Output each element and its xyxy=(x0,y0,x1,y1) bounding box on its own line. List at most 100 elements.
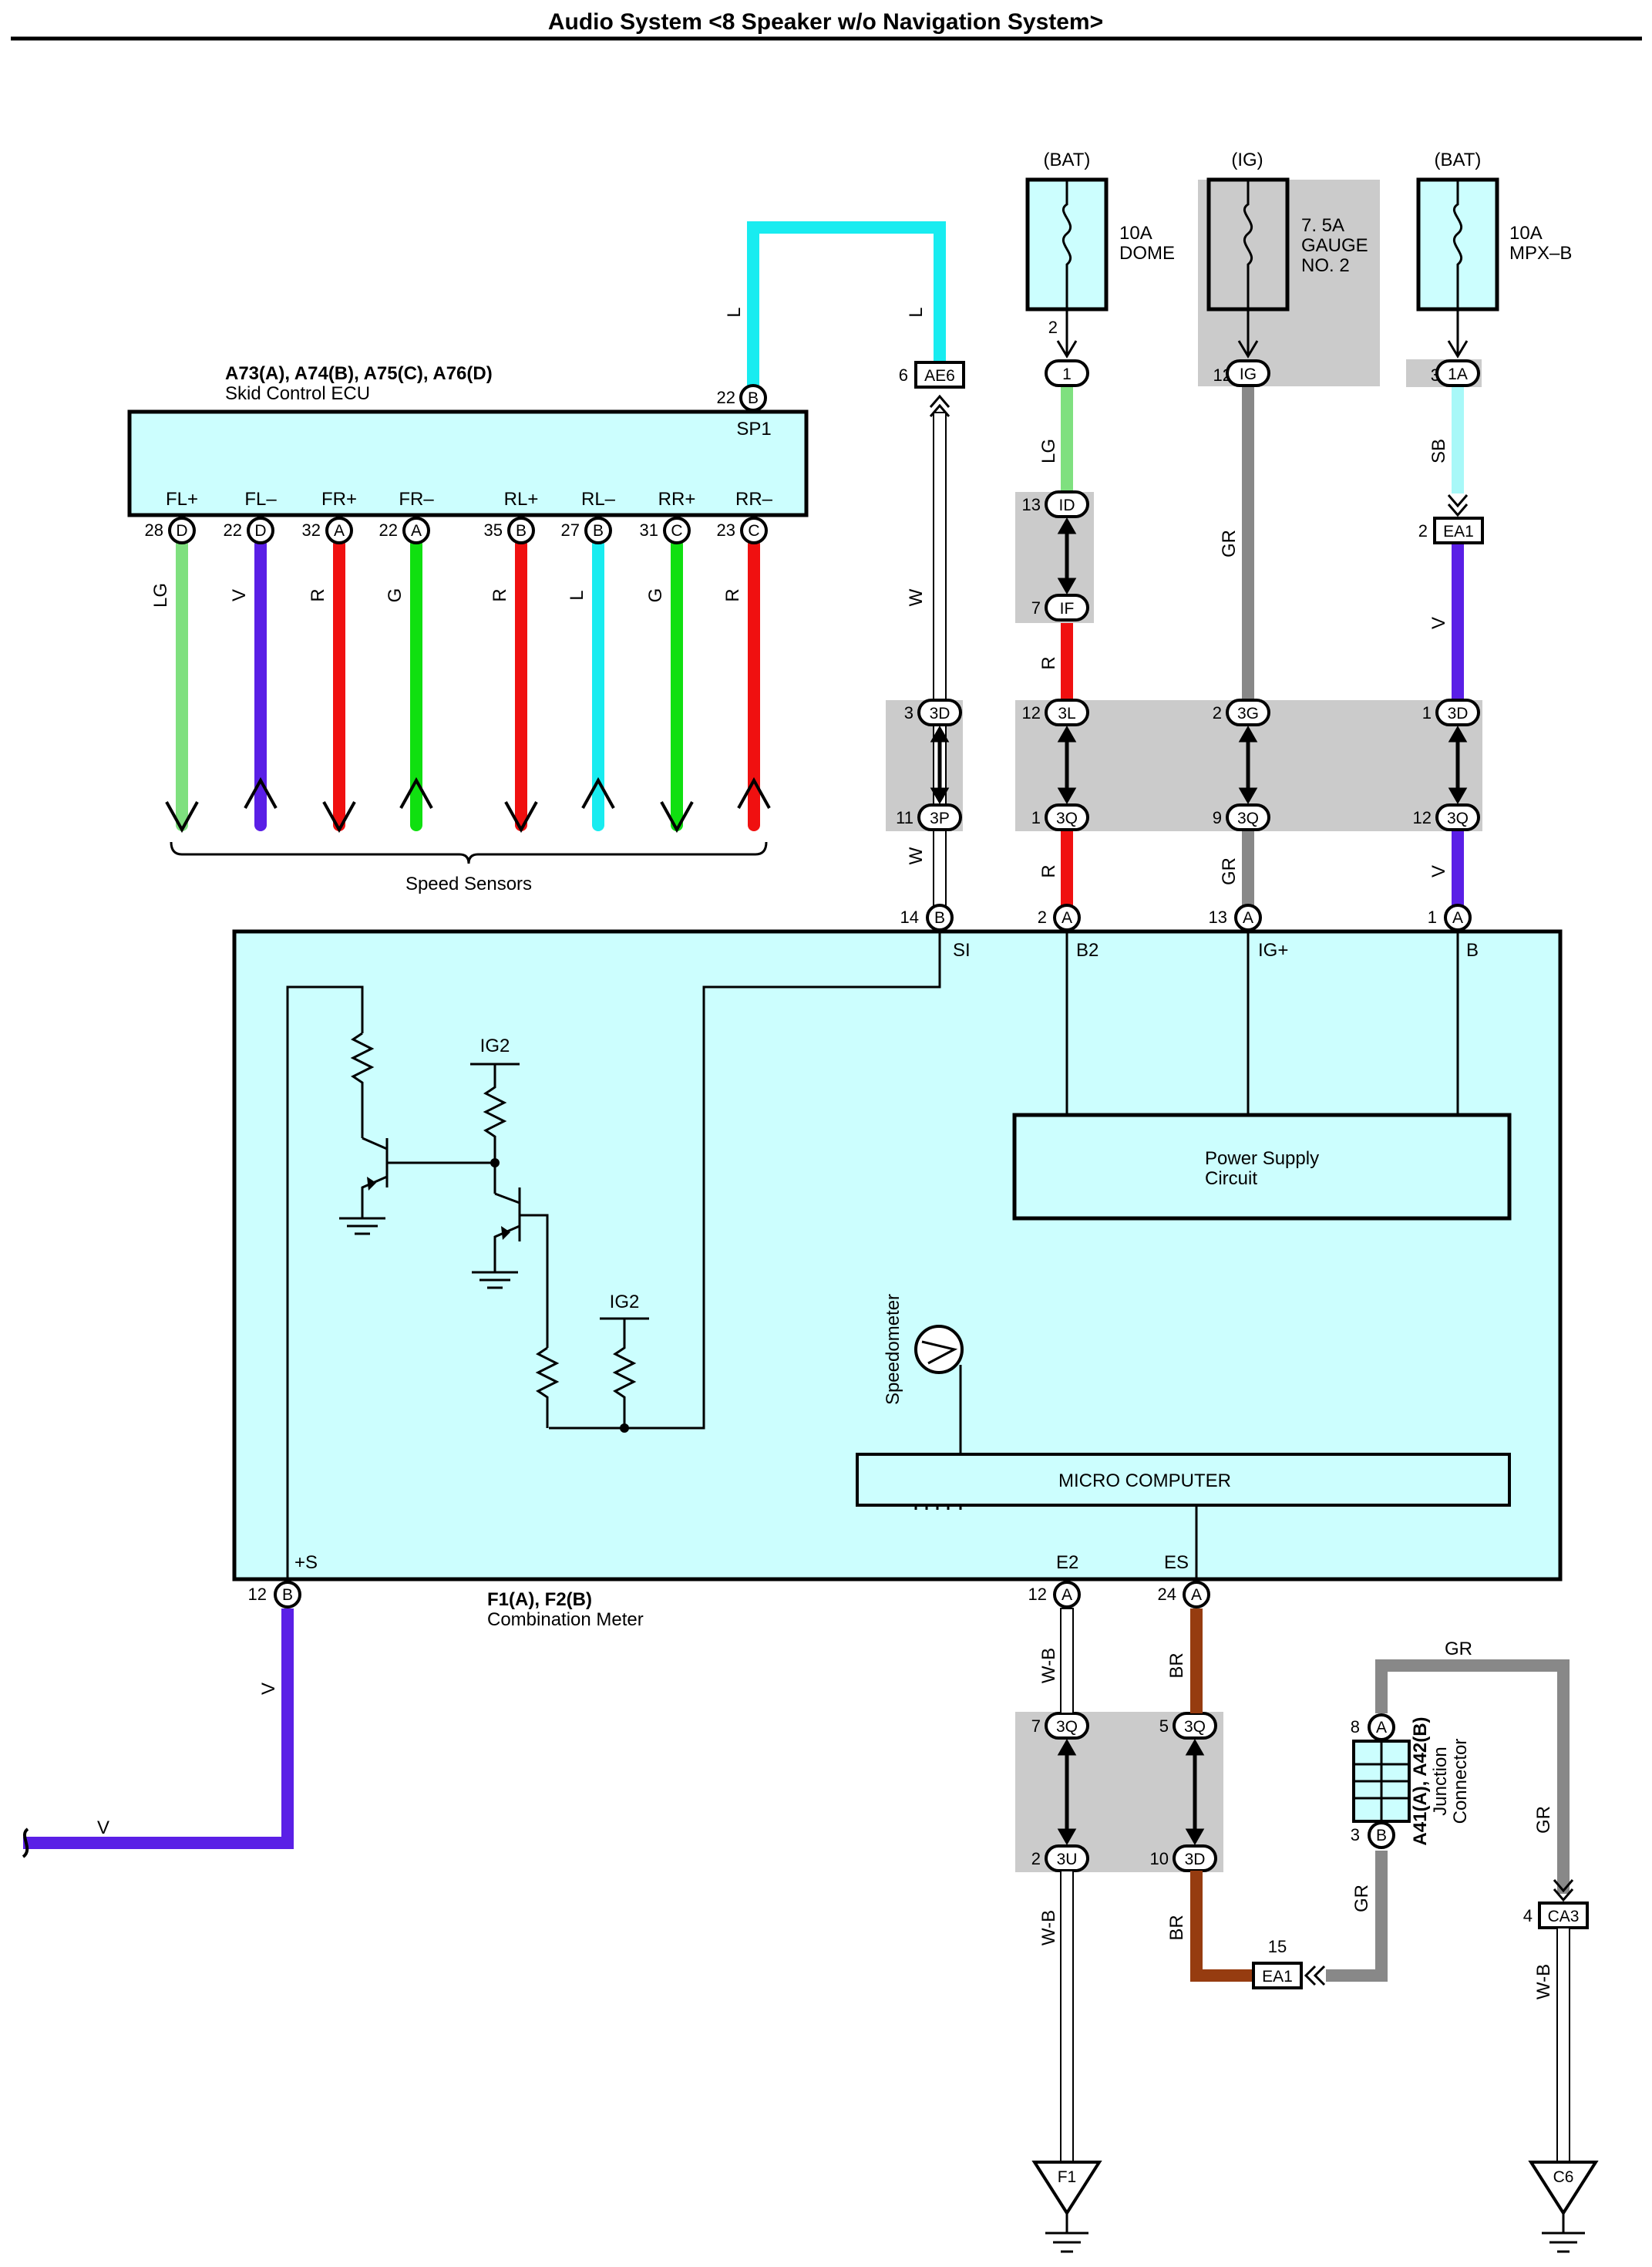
connector-ea1-bottom: EA1 xyxy=(1252,1962,1326,1989)
wire-label: GR xyxy=(1219,530,1240,557)
svg-text:GAUGE: GAUGE xyxy=(1301,235,1368,256)
pin-number: 12 xyxy=(1413,808,1432,827)
svg-text:EA1: EA1 xyxy=(1443,523,1474,541)
svg-text:DOME: DOME xyxy=(1119,243,1175,264)
pin-number: 2 xyxy=(1031,1849,1041,1868)
power-supply-label: Power Supply xyxy=(1205,1148,1319,1169)
speedometer-icon xyxy=(914,1325,964,1374)
terminal-pin: 22 xyxy=(379,520,398,540)
wire-label: V xyxy=(1428,865,1449,877)
svg-text:(IG): (IG) xyxy=(1231,150,1263,170)
terminal-connector: C xyxy=(748,522,759,540)
svg-text:3: 3 xyxy=(1351,1825,1360,1844)
wire-label: V xyxy=(1428,617,1449,629)
terminal-label: FL– xyxy=(244,489,277,510)
wire-break xyxy=(22,1827,29,1858)
svg-text:12: 12 xyxy=(248,1585,267,1604)
wire-label: W-B xyxy=(1038,1910,1059,1945)
ground-f1: F1 xyxy=(1031,2161,1102,2253)
svg-text:B: B xyxy=(934,909,945,927)
terminal-connector: D xyxy=(254,522,266,540)
svg-text:A: A xyxy=(1191,1586,1202,1604)
terminal-connector: B xyxy=(516,522,527,540)
fuse-gauge: (IG) 7. 5A GAUGE NO. 2 xyxy=(1206,150,1368,312)
wire-gr-bottom xyxy=(1326,1851,1388,1982)
pin-number: 5 xyxy=(1159,1716,1169,1736)
wire-label: BR xyxy=(1166,1652,1187,1678)
wire-label: L xyxy=(724,307,745,317)
svg-text:1: 1 xyxy=(1428,908,1437,927)
svg-text:B: B xyxy=(748,389,759,407)
svg-text:SI: SI xyxy=(953,940,971,961)
connector-ca3: CA3 xyxy=(1538,1879,1589,2166)
wire-label: GR xyxy=(1219,857,1240,885)
svg-text:B: B xyxy=(282,1586,293,1604)
connector-label: 3D xyxy=(930,705,950,723)
wire-label: W-B xyxy=(1533,1964,1554,1999)
power-supply-circuit xyxy=(1012,1113,1512,1221)
meter-internal-wiring xyxy=(286,930,1459,1579)
connector-label: 3Q xyxy=(1237,810,1259,827)
connector-label: IG xyxy=(1240,365,1257,383)
svg-text:(BAT): (BAT) xyxy=(1044,150,1091,170)
connector-label: 3L xyxy=(1058,705,1075,723)
terminal-label: FR+ xyxy=(321,489,357,510)
svg-text:B2: B2 xyxy=(1076,940,1099,961)
connector-label: 3Q xyxy=(1056,810,1078,827)
wire-label: W xyxy=(906,588,927,606)
pin-label: +S xyxy=(294,1552,318,1573)
svg-text:12: 12 xyxy=(1028,1585,1047,1604)
terminal-connector: D xyxy=(176,522,187,540)
meter-bottom-pins: B 12 A 12 A 24 xyxy=(248,1581,1210,1608)
connector-label: IF xyxy=(1060,600,1075,618)
connector-label: 3Q xyxy=(1447,810,1469,827)
svg-text:A: A xyxy=(1062,1586,1072,1604)
wire-label: V xyxy=(97,1817,109,1838)
svg-text:F1: F1 xyxy=(1058,2168,1077,2186)
pin-label: ES xyxy=(1164,1552,1189,1573)
wire-label: LG xyxy=(150,583,171,608)
micro-computer xyxy=(856,1453,1511,1507)
svg-text:AE6: AE6 xyxy=(924,367,955,385)
svg-text:7. 5A: 7. 5A xyxy=(1301,215,1344,236)
svg-text:(BAT): (BAT) xyxy=(1435,150,1482,170)
skid-control-ecu: A73(A), A74(B), A75(C), A76(D) Skid Cont… xyxy=(127,363,809,517)
connector-ae6: AE6 xyxy=(914,361,965,417)
wire-br xyxy=(1190,1871,1253,1982)
micro-computer-label: MICRO COMPUTER xyxy=(1058,1470,1231,1491)
svg-text:MPX–B: MPX–B xyxy=(1509,243,1572,264)
connector-label: ID xyxy=(1059,497,1075,514)
wire-l-sp1 xyxy=(747,221,946,393)
svg-text:Skid Control ECU: Skid Control ECU xyxy=(225,383,370,404)
ig2-label: IG2 xyxy=(480,1036,510,1056)
power-supply-label: Circuit xyxy=(1205,1168,1257,1189)
meter-code: F1(A), F2(B) xyxy=(487,1589,592,1610)
meter-top-pins: B 14 SI A 2 B2 A 13 IG+ A 1 B xyxy=(900,904,1479,961)
pin-number: 11 xyxy=(896,808,913,827)
diagram-title: Audio System <8 Speaker w/o Navigation S… xyxy=(548,9,1103,35)
svg-text:IG+: IG+ xyxy=(1258,940,1288,961)
svg-text:A: A xyxy=(1062,909,1072,927)
wire-w xyxy=(933,412,947,918)
wire-label: R xyxy=(490,588,510,601)
svg-text:B: B xyxy=(1466,940,1479,961)
svg-text:24: 24 xyxy=(1158,1585,1176,1604)
svg-text:A: A xyxy=(1243,909,1253,927)
pin-number: 7 xyxy=(1031,1716,1041,1736)
connector-label: 3Q xyxy=(1184,1718,1206,1736)
wire-label: GR xyxy=(1351,1885,1372,1912)
pin-number: 1 xyxy=(1422,703,1432,723)
wire-label: BR xyxy=(1166,1915,1187,1940)
svg-text:A73(A), A74(B), A75(C), A76(D): A73(A), A74(B), A75(C), A76(D) xyxy=(225,363,493,384)
terminal-connector: B xyxy=(593,522,604,540)
svg-text:C6: C6 xyxy=(1553,2168,1574,2186)
wire-label: R xyxy=(1038,656,1059,669)
ecu-terminals: D28FL+LGD22FL–VA32FR+RA22FR–GB35RL+RB27R… xyxy=(145,489,773,834)
wire-label: G xyxy=(645,588,666,603)
